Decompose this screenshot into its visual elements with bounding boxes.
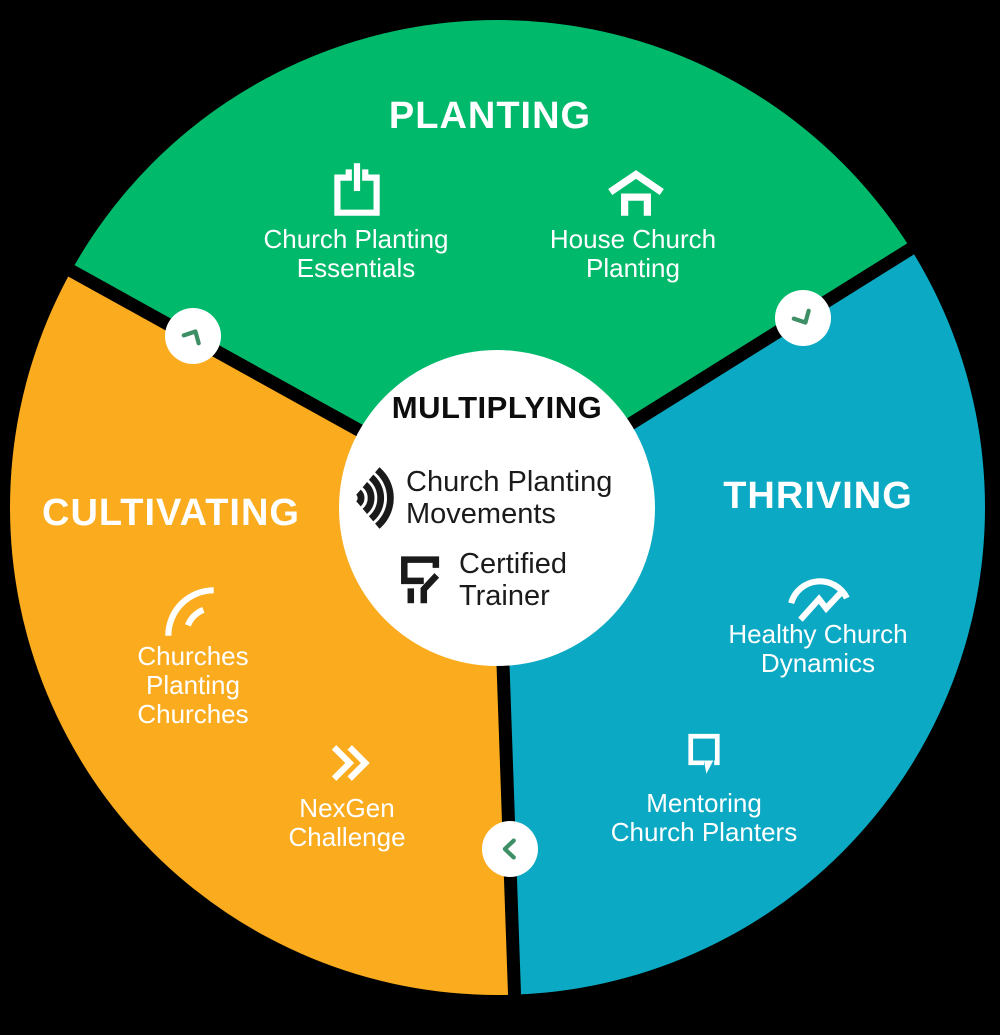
cycle-node-bottom	[482, 821, 538, 877]
multiplying-cycle-infographic: PLANTING Church Planting Essentials Hous…	[10, 20, 985, 995]
program-label-line: Churches	[137, 641, 249, 671]
program-label-line: Church Planting	[263, 224, 449, 254]
hub-item-line: Movements	[406, 498, 556, 530]
pulse-gauge-icon	[788, 578, 850, 622]
hub-item-line: Trainer	[459, 580, 550, 612]
chevron-up-right-icon	[181, 329, 201, 346]
program-label-line: Essentials	[296, 253, 416, 283]
program-label-line: Dynamics	[760, 648, 876, 678]
sector-title-thriving: THRIVING	[723, 475, 913, 517]
hub-item-line: Certified	[459, 548, 567, 580]
trainer-mark-icon	[401, 556, 440, 604]
program-label-line: NexGen	[299, 793, 395, 823]
broadcast-waves-icon	[355, 467, 394, 529]
program-label-line: House Church	[549, 224, 717, 254]
program-label-line: Planting	[586, 253, 680, 283]
program-label-line: Healthy Church	[728, 619, 908, 649]
hub-title: MULTIPLYING	[391, 390, 603, 425]
hub-item-label: Certified Trainer	[459, 548, 567, 612]
hub-item-certified-trainer: Certified Trainer	[395, 548, 567, 612]
program-label-healthy-church-dynamics: Healthy Church Dynamics	[698, 620, 938, 678]
program-label-line: Church Planters	[610, 817, 798, 847]
chevron-down-right-icon	[791, 308, 811, 325]
program-label-line: Planting	[146, 670, 240, 700]
cycle-node-upper-left	[165, 308, 221, 364]
program-label-house-church-planting: House Church Planting	[513, 225, 753, 283]
program-label-line: Churches	[137, 699, 249, 729]
hub-item-label: Church Planting Movements	[406, 466, 612, 530]
double-chevron-icon	[331, 745, 370, 781]
program-label-line: Challenge	[288, 822, 406, 852]
program-label-line: Mentoring	[646, 788, 762, 818]
seedling-box-icon	[334, 163, 380, 216]
hub-item-church-planting-movements: Church Planting Movements	[351, 466, 612, 530]
house-icon	[608, 170, 664, 216]
program-label-mentoring-church-planters: Mentoring Church Planters	[584, 789, 824, 847]
program-label-churches-planting-churches: Churches Planting Churches	[73, 642, 313, 729]
speech-bubble-icon	[688, 733, 720, 774]
cycle-node-upper-right	[775, 290, 831, 346]
ripple-arcs-icon	[165, 587, 214, 636]
sector-title-planting: PLANTING	[388, 95, 592, 137]
program-label-nexgen-challenge: NexGen Challenge	[227, 794, 467, 852]
sector-title-cultivating: CULTIVATING	[42, 492, 300, 534]
hub-item-line: Church Planting	[406, 466, 613, 498]
hub-circle: MULTIPLYING Church Planting Movements Ce…	[339, 350, 655, 666]
chevron-left-icon	[502, 838, 516, 860]
program-label-church-planting-essentials: Church Planting Essentials	[236, 225, 476, 283]
